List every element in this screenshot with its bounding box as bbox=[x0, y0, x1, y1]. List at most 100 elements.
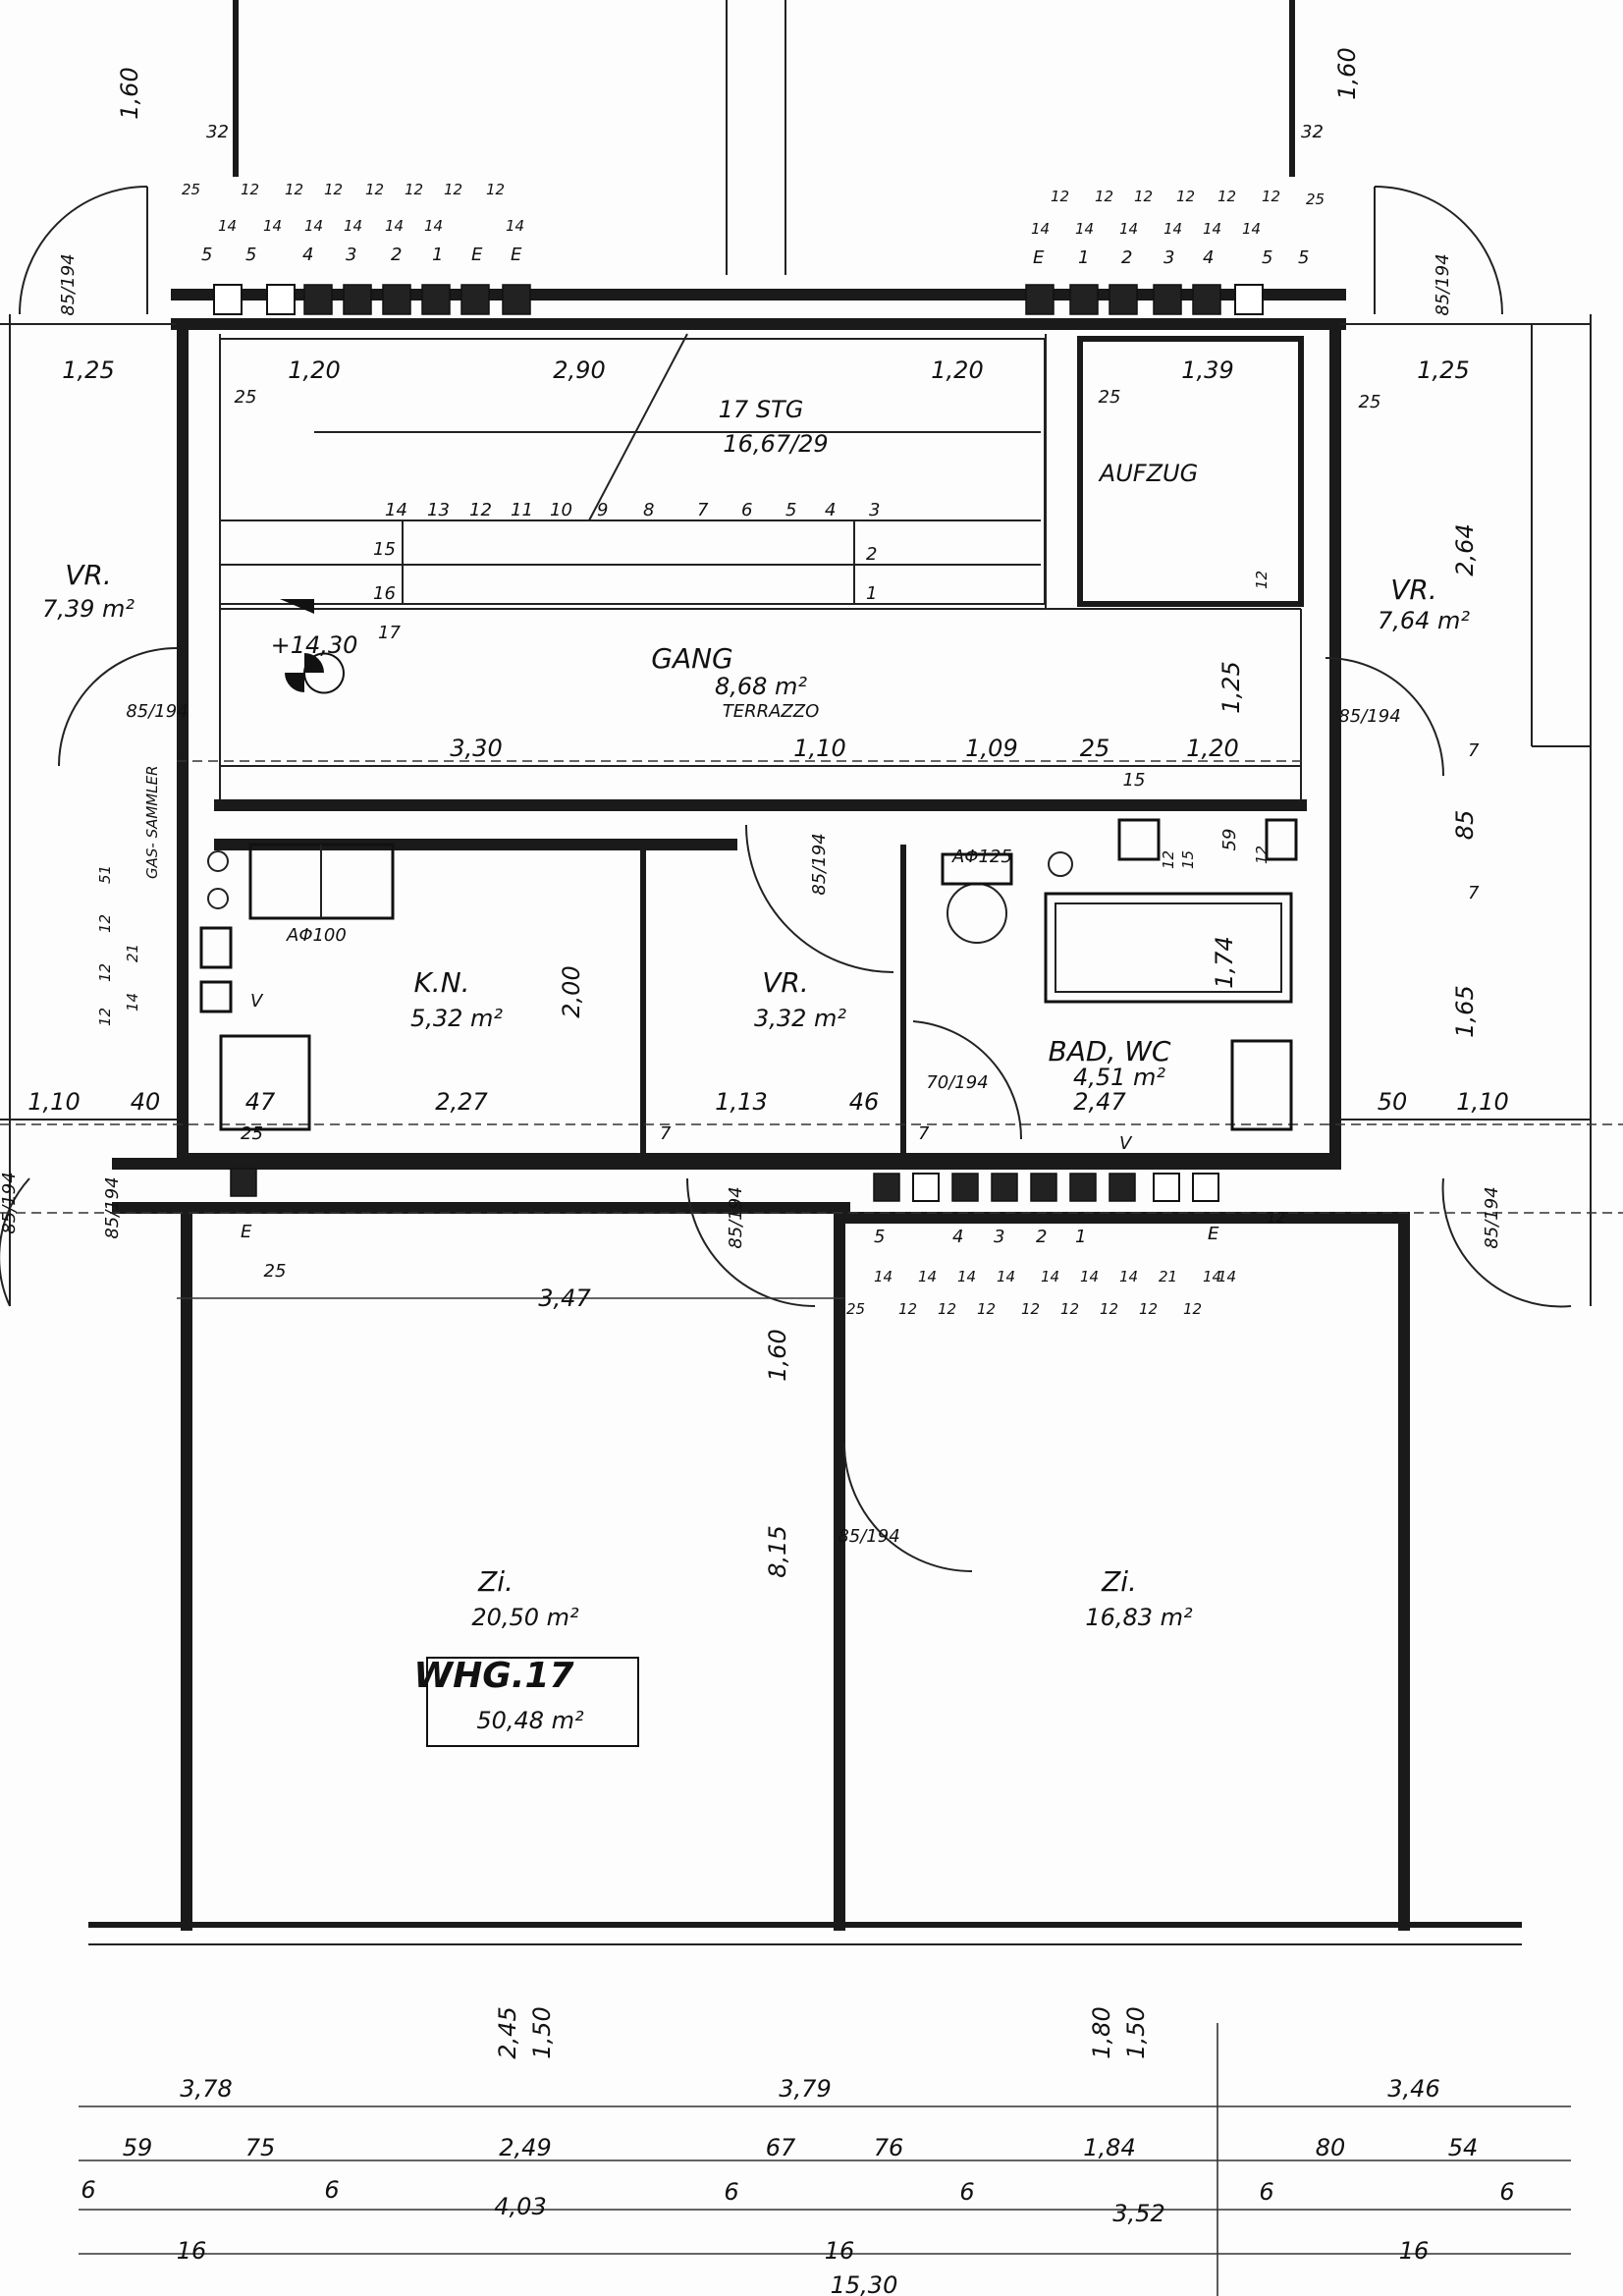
dim-label: 25 bbox=[235, 387, 257, 408]
dim-label: 8,15 bbox=[764, 1525, 791, 1577]
dim-label: 40 bbox=[131, 1088, 161, 1116]
room-area-gang: 8,68 m² bbox=[715, 673, 807, 700]
dim-label: 7 bbox=[918, 1123, 930, 1144]
dim-label: 1,65 bbox=[1451, 985, 1479, 1037]
dim-label: 12 bbox=[1134, 188, 1153, 205]
dim-label: 1,10 bbox=[1456, 1088, 1508, 1116]
dim-label: 12 bbox=[1176, 188, 1195, 205]
dim-label: 25 bbox=[182, 181, 200, 198]
dim-label: 2,90 bbox=[553, 356, 605, 384]
door-dim: 85/194 bbox=[838, 1526, 899, 1547]
dim-label: 50 bbox=[1378, 1088, 1408, 1116]
unit-label: WHG.17 bbox=[413, 1656, 573, 1696]
room-name-vr-left: VR. bbox=[65, 559, 112, 591]
v-mark-kn: V bbox=[250, 991, 264, 1011]
room-area-vr-left: 7,39 m² bbox=[42, 595, 135, 623]
dim-label: 12 bbox=[96, 914, 114, 933]
dim-label: 12 bbox=[1253, 571, 1271, 589]
dim-label: 3,30 bbox=[450, 735, 502, 762]
dim-label: 1,60 bbox=[116, 67, 143, 119]
dim-label: 46 bbox=[849, 1088, 880, 1116]
dim-label: 1,25 bbox=[1217, 661, 1245, 713]
door-dim: 70/194 bbox=[926, 1072, 988, 1093]
stair-step: 6 bbox=[741, 500, 752, 520]
dims-mid: 25 3,47 1,60 8,15 25 7 7 bbox=[241, 1123, 930, 1578]
dim-label: 12 bbox=[1060, 1300, 1079, 1318]
dim-label: 12 bbox=[1217, 188, 1236, 205]
stair-step: 3 bbox=[869, 500, 880, 520]
room-area-bad: 4,51 m² bbox=[1073, 1064, 1165, 1091]
dim-label: 14 bbox=[506, 217, 524, 235]
stair-step: 10 bbox=[550, 500, 572, 520]
dim-label: 85 bbox=[1451, 810, 1479, 841]
dim-label: 5 bbox=[1262, 247, 1272, 268]
dim-label: E bbox=[471, 245, 483, 265]
room-name-zi-left: Zi. bbox=[477, 1565, 514, 1598]
dim-label: 16 bbox=[1399, 2237, 1430, 2265]
e-mark-left: E bbox=[241, 1222, 252, 1242]
dim-label: 12 bbox=[486, 181, 505, 198]
dims-gang: 3,30 1,10 1,09 25 1,20 15 bbox=[450, 735, 1238, 791]
dim-label: 12 bbox=[1267, 1209, 1285, 1227]
dim-label: 6 bbox=[81, 2176, 95, 2204]
stair-step: 9 bbox=[597, 500, 608, 520]
level-mark: +14,30 bbox=[271, 631, 358, 659]
stair-step: 16 bbox=[373, 583, 396, 604]
dim-label: 2,49 bbox=[499, 2134, 551, 2161]
vent-row-mid bbox=[230, 1168, 1219, 1202]
dim-label: 32 bbox=[1301, 122, 1324, 142]
dim-label: 25 bbox=[264, 1261, 287, 1282]
e-mark-right: E bbox=[1208, 1224, 1219, 1244]
door-dim: 85/194 bbox=[126, 701, 188, 722]
dim-label: 7 bbox=[1468, 883, 1480, 903]
dim-label: 4,03 bbox=[494, 2193, 546, 2220]
dim-label: 21 bbox=[124, 944, 141, 962]
dim-label: 12 bbox=[96, 963, 114, 982]
door-dims: 85/194 85/194 85/194 85/194 85/194 85/19… bbox=[0, 253, 1502, 1547]
dim-label: 80 bbox=[1316, 2134, 1346, 2161]
dim-label: 3,46 bbox=[1387, 2075, 1439, 2103]
dim-label: 14 bbox=[957, 1268, 976, 1285]
dim-label: 2 bbox=[1036, 1227, 1047, 1247]
room-area-zi-left: 20,50 m² bbox=[471, 1604, 579, 1631]
room-name-vr-right: VR. bbox=[1390, 574, 1437, 606]
room-extra-bad: 2,47 bbox=[1073, 1088, 1126, 1116]
stair-treads bbox=[220, 333, 1041, 604]
dim-label: 12 bbox=[241, 181, 259, 198]
dim-label: 7 bbox=[660, 1123, 672, 1144]
dim-label: 12 bbox=[977, 1300, 996, 1318]
stair-step: 7 bbox=[697, 500, 709, 520]
dim-label: 12 bbox=[1095, 188, 1113, 205]
stair-step: 1 bbox=[866, 583, 877, 604]
dim-label: 59 bbox=[123, 2134, 153, 2161]
dim-label: 14 bbox=[1041, 1268, 1059, 1285]
dim-label: 4 bbox=[1203, 247, 1214, 268]
dim-label: 3 bbox=[346, 245, 356, 265]
dim-label: 1,10 bbox=[27, 1088, 80, 1116]
dim-label: 1,13 bbox=[715, 1088, 767, 1116]
stair-step-numbers: 14 13 12 11 10 9 8 7 6 5 4 3 15 16 17 2 … bbox=[373, 500, 880, 643]
dim-label: 1,20 bbox=[288, 356, 340, 384]
room-name-bad: BAD, WC bbox=[1049, 1035, 1171, 1067]
dim-label: 25 bbox=[1099, 387, 1121, 408]
dim-label: 1 bbox=[1075, 1227, 1086, 1247]
dim-label: 12 bbox=[324, 181, 343, 198]
dim-label: 59 bbox=[1219, 829, 1240, 851]
shaft-labels-top-right: 32 25 12 12 12 12 12 12 14 14 14 14 14 1… bbox=[1031, 122, 1325, 268]
dim-label: 14 bbox=[997, 1268, 1015, 1285]
dim-label: 6 bbox=[324, 2176, 339, 2204]
dim-label: 1,80 bbox=[1088, 2006, 1115, 2058]
dims-bottom: 2,45 1,50 1,80 1,50 3,78 3,79 3,46 59 75… bbox=[81, 2006, 1514, 2296]
dim-label: 76 bbox=[874, 2134, 904, 2161]
dim-label: 12 bbox=[96, 1008, 114, 1026]
door-dim: 85/194 bbox=[58, 253, 79, 315]
door-dim: 85/194 bbox=[1433, 253, 1453, 315]
door-dim: 85/194 bbox=[809, 833, 830, 895]
dim-label: 1 bbox=[1078, 247, 1089, 268]
dim-label: 3,52 bbox=[1112, 2200, 1164, 2227]
dim-label: 12 bbox=[405, 181, 423, 198]
dim-label: 12 bbox=[1253, 846, 1271, 864]
door-dim: 85/194 bbox=[1482, 1186, 1502, 1248]
room-name-gang: GANG bbox=[651, 642, 733, 675]
